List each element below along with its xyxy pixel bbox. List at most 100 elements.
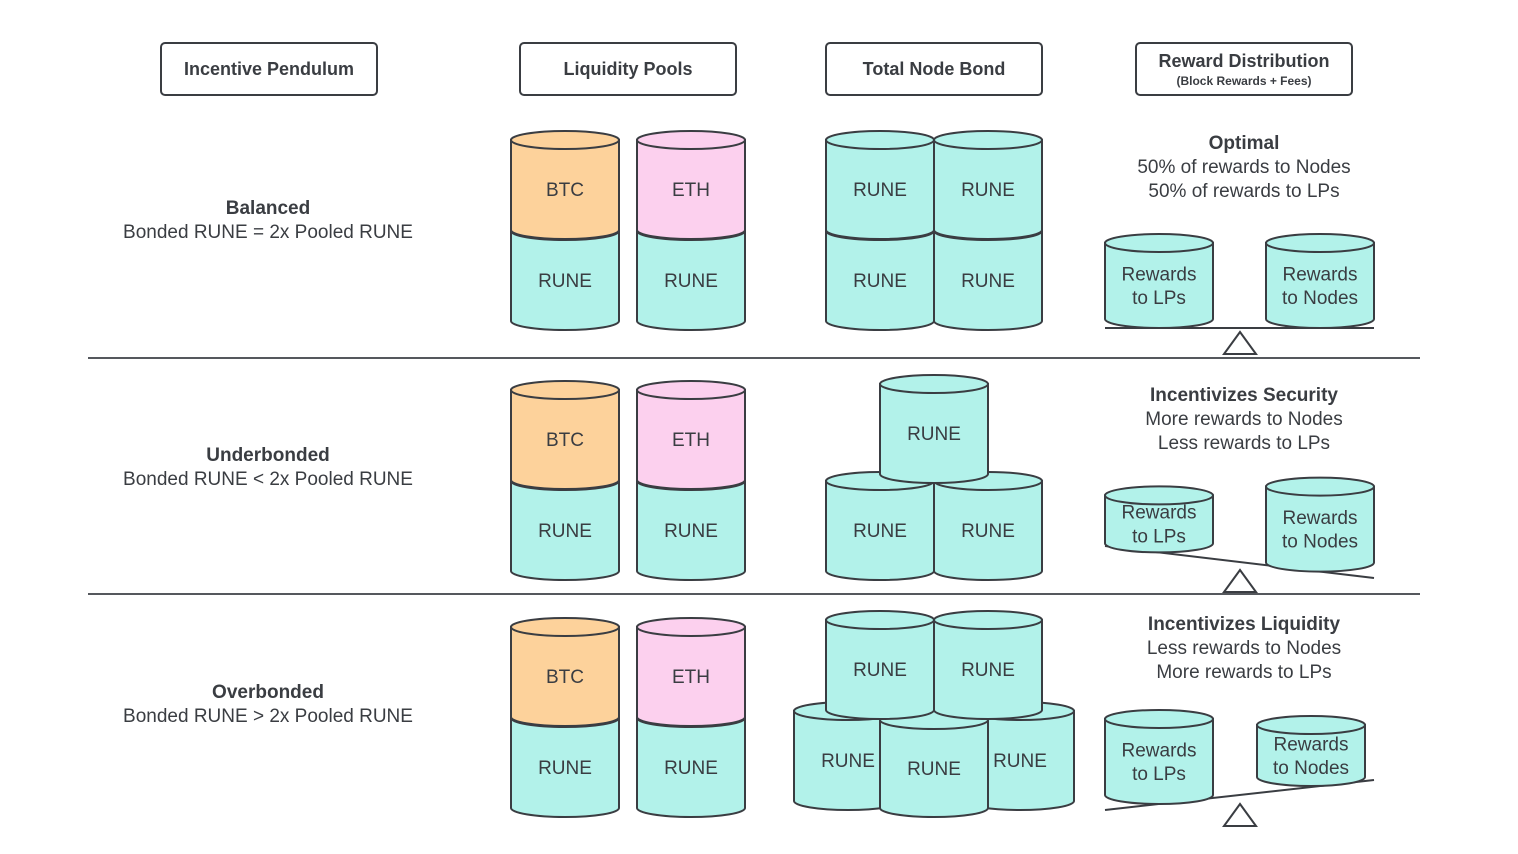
cylinder-top bbox=[510, 380, 620, 400]
distribution-title: Incentivizes Security bbox=[1150, 385, 1338, 406]
rewards-to-lps-cylinder: Rewards to LPs bbox=[1104, 708, 1214, 805]
cylinder-body bbox=[879, 719, 989, 818]
cylinder-top bbox=[636, 617, 746, 637]
cylinder-body bbox=[510, 139, 620, 240]
row-divider bbox=[88, 593, 1420, 595]
cylinder-body bbox=[510, 717, 620, 818]
cylinder-label: RUNE bbox=[853, 660, 907, 681]
distribution-text-underbonded: Incentivizes Security More rewards to No… bbox=[1094, 384, 1394, 456]
cylinder-top bbox=[510, 130, 620, 150]
cylinder-label: BTC bbox=[546, 180, 584, 201]
cylinder-label: RUNE bbox=[993, 751, 1047, 772]
cylinder-label: RUNE bbox=[538, 758, 592, 779]
bond-rune-cylinder: RUNE bbox=[879, 710, 989, 818]
cylinder-body bbox=[1104, 494, 1214, 554]
cylinder-body bbox=[1256, 724, 1366, 788]
cylinder-body bbox=[510, 389, 620, 490]
cylinder-label: to Nodes bbox=[1282, 532, 1358, 553]
state-relation: Bonded RUNE = 2x Pooled RUNE bbox=[123, 222, 413, 243]
cylinder-label: ETH bbox=[672, 180, 710, 201]
row-label-underbonded: Underbonded Bonded RUNE < 2x Pooled RUNE bbox=[88, 444, 448, 492]
distribution-line-lps: Less rewards to LPs bbox=[1157, 433, 1331, 454]
cylinder-label: RUNE bbox=[538, 521, 592, 542]
cylinder-body bbox=[636, 389, 746, 490]
distribution-line-lps: More rewards to LPs bbox=[1156, 662, 1332, 683]
cylinder-top bbox=[1104, 708, 1214, 729]
cylinder-body bbox=[933, 139, 1043, 240]
cylinder-label: to LPs bbox=[1132, 764, 1186, 785]
distribution-title: Incentivizes Liquidity bbox=[1147, 614, 1341, 635]
row-label-overbonded: Overbonded Bonded RUNE > 2x Pooled RUNE bbox=[88, 681, 448, 729]
cylinder-label: Rewards bbox=[1122, 264, 1197, 285]
cylinder-label: RUNE bbox=[961, 271, 1015, 292]
cylinder-top bbox=[510, 617, 620, 637]
cylinder-top bbox=[1104, 485, 1214, 506]
bond-rune-cylinder: RUNE bbox=[825, 471, 935, 581]
cylinder-body bbox=[636, 480, 746, 581]
cylinder-label: RUNE bbox=[664, 758, 718, 779]
cylinder-label: to LPs bbox=[1132, 526, 1186, 547]
row-divider bbox=[88, 357, 1420, 359]
header-liquidity-pools-label: Liquidity Pools bbox=[563, 58, 693, 79]
cylinder-body bbox=[825, 230, 935, 331]
cylinder-body bbox=[636, 626, 746, 727]
cylinder-label: Rewards bbox=[1122, 503, 1197, 524]
cylinder-label: RUNE bbox=[538, 271, 592, 292]
cylinder-label: RUNE bbox=[853, 180, 907, 201]
cylinder-body bbox=[636, 230, 746, 331]
state-title: Underbonded bbox=[206, 445, 330, 466]
bond-rune-cylinder: RUNE bbox=[933, 610, 1043, 720]
cylinder-top bbox=[1104, 233, 1214, 253]
scale-fulcrum-icon bbox=[1222, 802, 1258, 827]
cylinder-label: Rewards bbox=[1283, 508, 1358, 529]
cylinder-label: RUNE bbox=[961, 521, 1015, 542]
bond-rune-cylinder: RUNE bbox=[933, 130, 1043, 240]
cylinder-top bbox=[1265, 476, 1375, 497]
cylinder-label: ETH bbox=[672, 667, 710, 688]
distribution-title: Optimal bbox=[1208, 133, 1280, 154]
pool-eth-cylinder: ETH bbox=[636, 617, 746, 727]
row-label-balanced: Balanced Bonded RUNE = 2x Pooled RUNE bbox=[88, 197, 448, 245]
header-reward-distribution: Reward Distribution (Block Rewards + Fee… bbox=[1135, 42, 1353, 96]
bond-rune-cylinder: RUNE bbox=[825, 610, 935, 720]
header-reward-distribution-label: Reward Distribution bbox=[1158, 50, 1330, 71]
header-incentive-pendulum: Incentive Pendulum bbox=[160, 42, 378, 96]
state-title: Overbonded bbox=[212, 682, 324, 703]
scale-fulcrum-icon bbox=[1222, 330, 1258, 355]
pool-eth-cylinder: ETH bbox=[636, 380, 746, 490]
cylinder-body bbox=[825, 480, 935, 581]
cylinder-label: BTC bbox=[546, 430, 584, 451]
cylinder-top bbox=[933, 610, 1043, 630]
cylinder-body bbox=[636, 717, 746, 818]
bond-rune-cylinder: RUNE bbox=[879, 374, 989, 484]
cylinder-body bbox=[1265, 485, 1375, 573]
cylinder-label: Rewards bbox=[1283, 264, 1358, 285]
pool-btc-cylinder: BTC bbox=[510, 380, 620, 490]
cylinder-label: RUNE bbox=[853, 271, 907, 292]
cylinder-label: Rewards bbox=[1122, 740, 1197, 761]
distribution-line-lps: 50% of rewards to LPs bbox=[1148, 181, 1340, 202]
cylinder-top bbox=[636, 130, 746, 150]
pool-btc-cylinder: BTC bbox=[510, 130, 620, 240]
cylinder-label: RUNE bbox=[961, 180, 1015, 201]
bond-rune-cylinder: RUNE bbox=[825, 130, 935, 240]
cylinder-body bbox=[510, 626, 620, 727]
cylinder-top bbox=[825, 130, 935, 150]
cylinder-label: to Nodes bbox=[1273, 758, 1349, 779]
cylinder-body bbox=[825, 619, 935, 720]
distribution-text-overbonded: Incentivizes Liquidity Less rewards to N… bbox=[1094, 613, 1394, 685]
cylinder-top bbox=[933, 130, 1043, 150]
header-reward-distribution-sublabel: (Block Rewards + Fees) bbox=[1176, 73, 1312, 88]
cylinder-body bbox=[510, 480, 620, 581]
cylinder-label: RUNE bbox=[961, 660, 1015, 681]
pool-btc-cylinder: BTC bbox=[510, 617, 620, 727]
cylinder-label: RUNE bbox=[664, 271, 718, 292]
cylinder-body bbox=[933, 480, 1043, 581]
cylinder-top bbox=[636, 380, 746, 400]
distribution-text-balanced: Optimal 50% of rewards to Nodes 50% of r… bbox=[1094, 132, 1394, 204]
cylinder-body bbox=[825, 139, 935, 240]
distribution-line-nodes: 50% of rewards to Nodes bbox=[1137, 157, 1351, 178]
